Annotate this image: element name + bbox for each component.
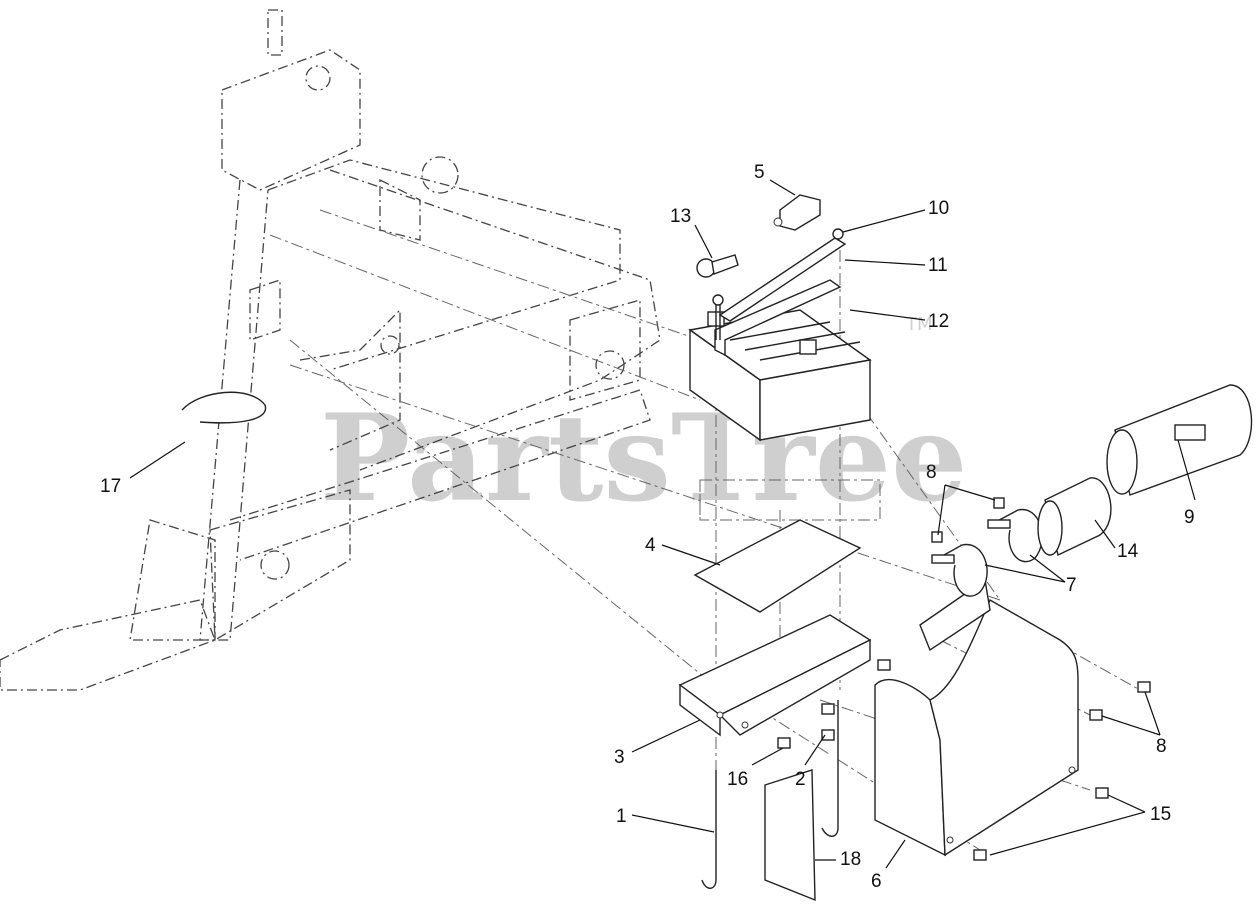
tube [1106, 384, 1253, 496]
callout-12[interactable]: 12 [928, 311, 949, 332]
decal [764, 769, 816, 902]
callout-8-bottom[interactable]: 8 [1156, 736, 1167, 757]
callout-9[interactable]: 9 [1184, 507, 1195, 528]
tractor-frame [0, 9, 661, 691]
callout-labels: 1 2 3 4 5 6 7 8 8 9 10 11 12 13 14 15 16… [100, 162, 1195, 892]
callout-10[interactable]: 10 [928, 198, 949, 219]
callout-15[interactable]: 15 [1150, 804, 1171, 825]
callout-17[interactable]: 17 [100, 476, 121, 497]
leader-lines [129, 179, 1196, 869]
callout-6[interactable]: 6 [871, 871, 882, 892]
callout-8-top[interactable]: 8 [926, 462, 937, 483]
callout-13[interactable]: 13 [670, 206, 691, 227]
hardware [777, 497, 1151, 861]
battery-clamp [696, 254, 739, 306]
terminal-boot [773, 194, 821, 231]
callout-7[interactable]: 7 [1066, 575, 1077, 596]
callout-5[interactable]: 5 [754, 162, 765, 183]
watermark-trademark: TM [905, 314, 933, 335]
hose-clamps [931, 508, 1043, 597]
callout-16[interactable]: 16 [727, 769, 748, 790]
hold-down-bracket [714, 237, 847, 357]
callout-18[interactable]: 18 [840, 849, 861, 870]
callout-1[interactable]: 1 [616, 806, 627, 827]
nut [832, 228, 844, 240]
callout-4[interactable]: 4 [645, 535, 656, 556]
callout-14[interactable]: 14 [1117, 541, 1139, 562]
battery-tray [678, 614, 872, 737]
callout-3[interactable]: 3 [614, 747, 625, 768]
callout-2[interactable]: 2 [795, 769, 806, 790]
sleeve [1037, 477, 1112, 557]
callout-11[interactable]: 11 [928, 255, 948, 276]
battery-cover [874, 578, 1079, 857]
battery-pad [693, 519, 862, 613]
